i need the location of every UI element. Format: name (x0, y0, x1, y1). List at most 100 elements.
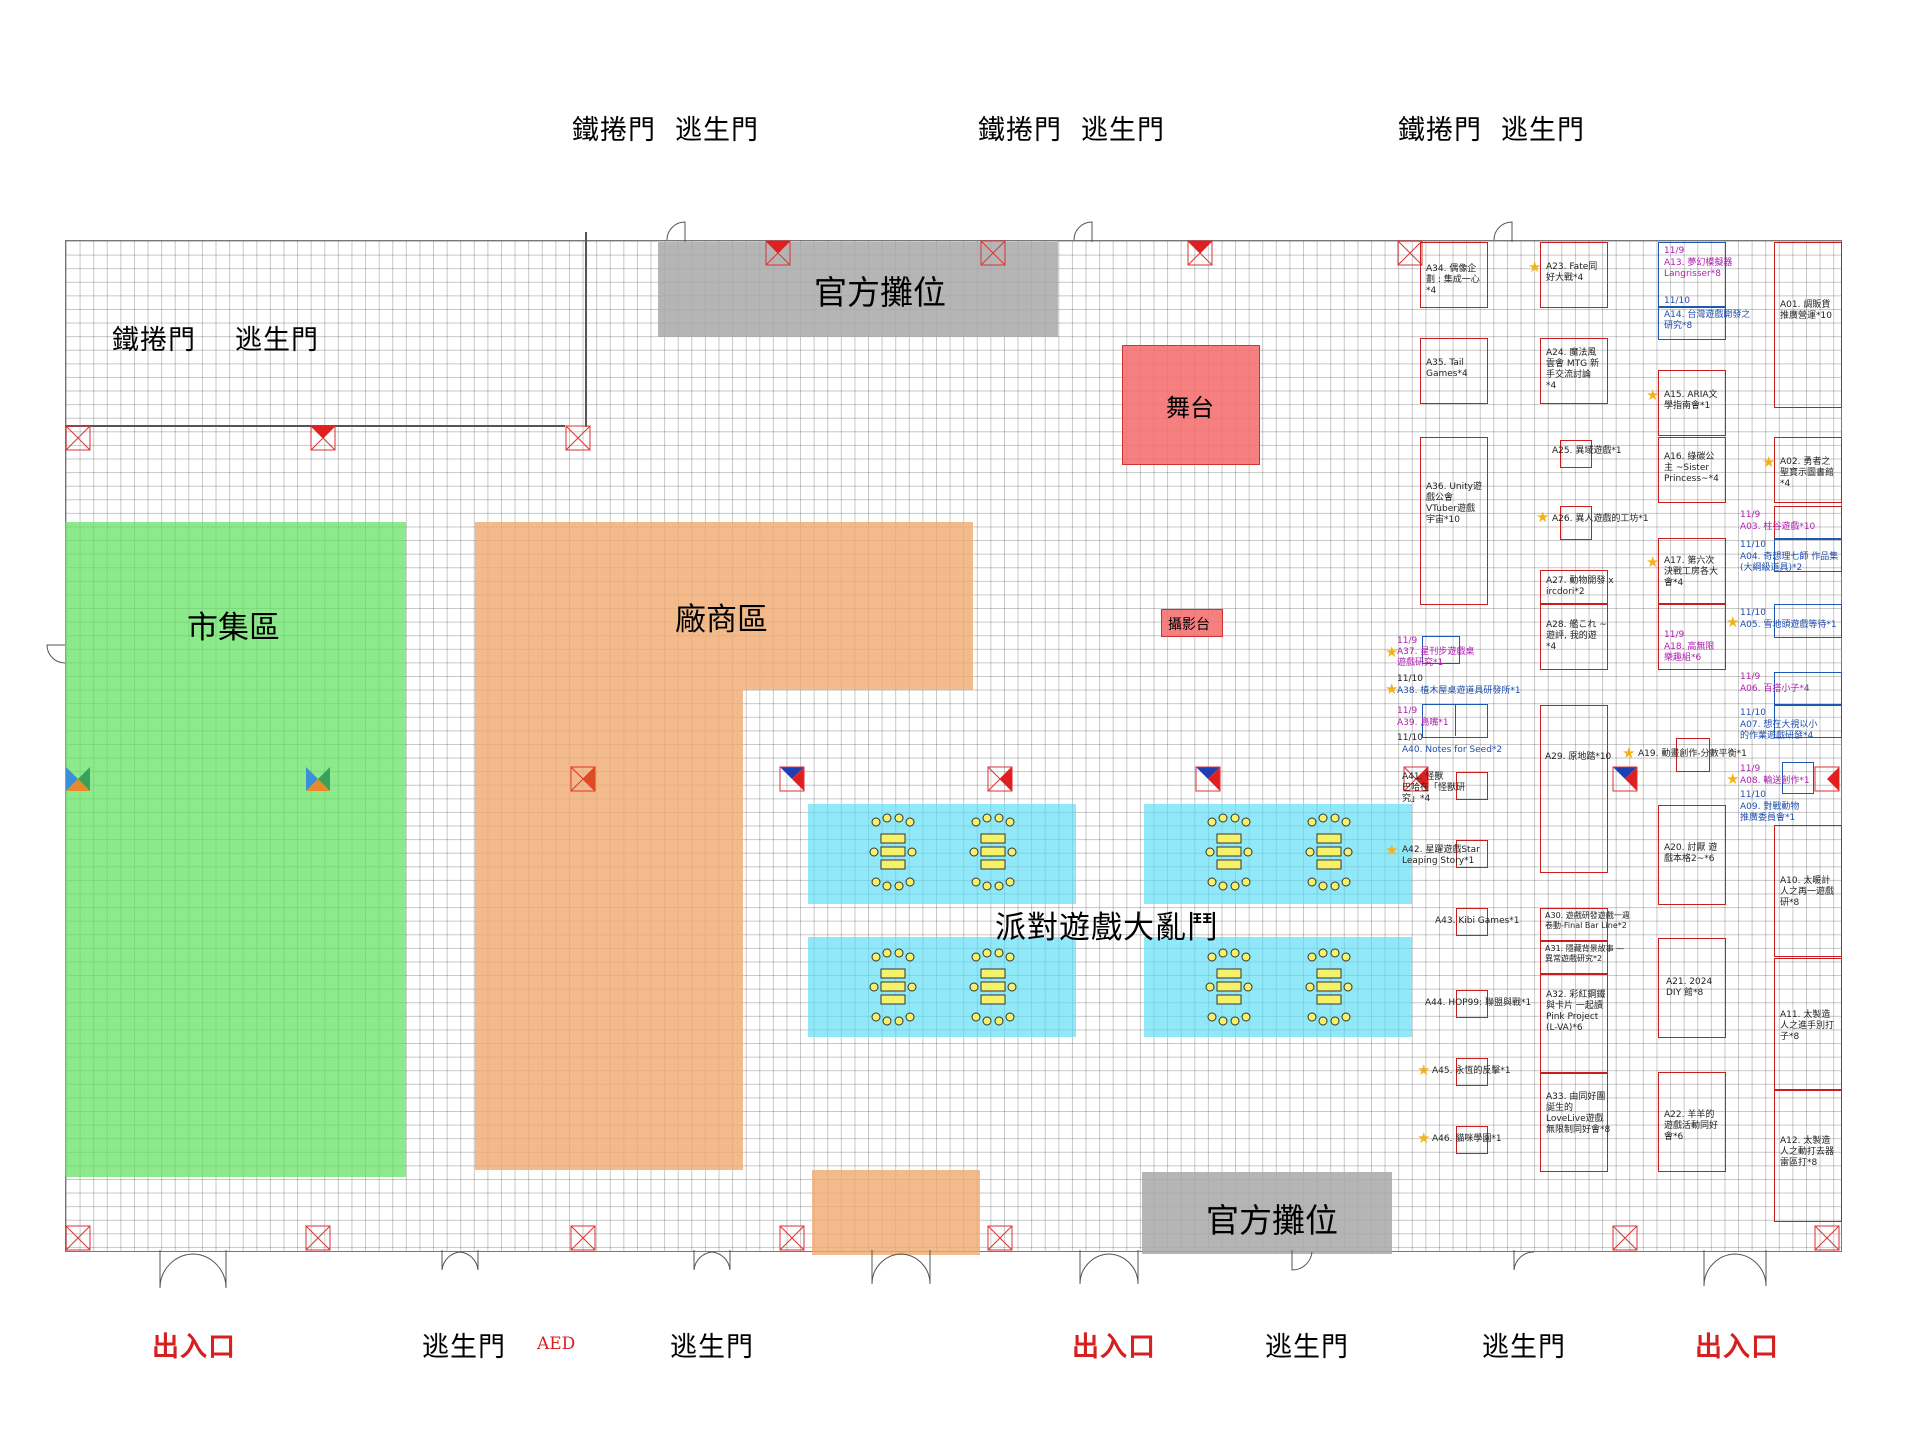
booth-label-a40: A40. Notes for Seed*2 (1402, 745, 1503, 755)
booth-a42[interactable] (1456, 840, 1488, 868)
vendor-area: 廠商區 (475, 522, 973, 690)
booth-a30[interactable] (1540, 908, 1608, 942)
booth-a45[interactable] (1456, 1058, 1488, 1086)
pillar-marker (306, 767, 330, 791)
booth-label-a14: A14. 台灣遊戲開發之 研究*8 (1664, 310, 1751, 331)
booth-a04[interactable] (1774, 538, 1842, 572)
escape-door-label: 逃生門 (1482, 1332, 1566, 1363)
escape-door-label: 逃生門 (1501, 115, 1585, 146)
booth-a22[interactable] (1658, 1072, 1726, 1172)
star-icon: ★ (1762, 453, 1776, 471)
photo-stand: 攝影台 (1161, 609, 1223, 637)
booth-label-a26: A26. 異人遊戲的工坊*1 (1552, 514, 1649, 524)
door-swing (666, 221, 686, 242)
door-swing (1073, 221, 1093, 242)
official-booth-bottom: 官方攤位 (1142, 1172, 1392, 1254)
booth-a32[interactable] (1540, 974, 1608, 1074)
escape-door-label: 逃生門 (670, 1332, 754, 1363)
booth-label-a05: A05. 雪地頭遊戲等待*1 (1740, 620, 1837, 630)
star-icon: ★ (1385, 643, 1399, 661)
booth-a08[interactable] (1782, 762, 1814, 794)
booth-label-a09: A09. 對戰動物 推廣委員會*1 (1740, 802, 1800, 823)
booth-a06[interactable] (1774, 672, 1842, 706)
vendor-area-label: 廠商區 (675, 602, 768, 638)
table-cluster (869, 948, 917, 1026)
booth-a10[interactable] (1774, 825, 1842, 957)
booth-label-a20: A20. 討厭 遊 戲本格2~*6 (1664, 843, 1718, 864)
booth-a02[interactable] (1774, 437, 1842, 503)
star-icon: ★ (1528, 258, 1542, 276)
booth-label-a10: A10. 太暖計 人之再一遊戲 研*8 (1780, 876, 1835, 908)
door-swing (1703, 1250, 1767, 1287)
booth-a33[interactable] (1540, 1072, 1608, 1172)
booth-label-a15: A15. ARIA文 學指南會*1 (1664, 390, 1718, 411)
pillar-marker (1187, 240, 1213, 266)
star-icon: ★ (1646, 553, 1660, 571)
escape-door-label: 逃生門 (235, 325, 319, 356)
door-swing (441, 1250, 479, 1271)
booth-a17[interactable] (1658, 538, 1726, 604)
booth-label-a23: A23. Fate同 好大戰*4 (1546, 262, 1598, 283)
booth-a20[interactable] (1658, 805, 1726, 905)
booth-a31[interactable] (1540, 940, 1608, 974)
stage-label: 舞台 (1166, 394, 1214, 422)
party-block (808, 804, 1076, 904)
booth-label-a29: A29. 原地踏*10 (1545, 752, 1612, 762)
booth-label-a06: A06. 百搭小子*4 (1740, 684, 1810, 694)
booth-label-a27: A27. 動物開發 x ircdori*2 (1546, 576, 1614, 597)
rolling-door-label: 鐵捲門 (978, 115, 1062, 146)
inner-wall (585, 232, 587, 427)
booth-a19[interactable] (1676, 738, 1710, 772)
date-label: 11/10 (1664, 296, 1690, 306)
door-swing (693, 1250, 731, 1271)
pillar-marker (570, 1225, 596, 1251)
booth-label-a33: A33. 由同好團 誕生的 LoveLive遊戲 無限制同好會*8 (1546, 1092, 1611, 1135)
door-swing (46, 644, 66, 664)
pillar-marker (305, 1225, 331, 1251)
booth-a14[interactable] (1658, 306, 1726, 340)
star-icon: ★ (1622, 744, 1636, 762)
booth-a21[interactable] (1658, 938, 1726, 1038)
pillar-marker (987, 766, 1013, 792)
booth-a12[interactable] (1774, 1090, 1842, 1222)
booth-a26[interactable] (1560, 506, 1592, 540)
booth-a43[interactable] (1456, 908, 1488, 936)
booth-a41[interactable] (1456, 772, 1488, 800)
pillar-marker (1612, 766, 1638, 792)
booth-a24[interactable] (1540, 338, 1608, 404)
booth-a29[interactable] (1540, 705, 1608, 873)
star-icon: ★ (1646, 386, 1660, 404)
booth-a36[interactable] (1420, 437, 1488, 605)
date-label: 11/10 (1740, 790, 1766, 800)
door-swing (871, 1250, 931, 1285)
star-icon: ★ (1726, 770, 1740, 788)
booth-a23[interactable] (1540, 242, 1608, 308)
booth-a34[interactable] (1420, 242, 1488, 308)
booth-a01[interactable] (1774, 242, 1842, 408)
booth-a44[interactable] (1456, 990, 1488, 1018)
booth-a03[interactable] (1774, 506, 1842, 540)
booth-label-a41: A41. 怪獸 巴哈在「怪獸研 究」*4 (1402, 772, 1466, 804)
date-label: 11/9 (1740, 510, 1761, 520)
booth-label-a31: A31. 隱藏背景故事 — 異常遊戲研究*2 (1545, 944, 1625, 963)
booth-a25[interactable] (1560, 440, 1592, 468)
booth-a07[interactable] (1774, 704, 1842, 738)
booth-a05[interactable] (1774, 604, 1842, 638)
escape-door-label: 逃生門 (1081, 115, 1165, 146)
booth-a16[interactable] (1658, 437, 1726, 503)
booth-a18[interactable] (1658, 604, 1726, 670)
booth-a37[interactable] (1422, 636, 1460, 664)
pillar-marker (65, 1225, 91, 1251)
booth-a13[interactable] (1658, 242, 1726, 308)
star-icon: ★ (1417, 1061, 1431, 1079)
booth-a27[interactable] (1540, 570, 1608, 604)
official-booth-label: 官方攤位 (1206, 1201, 1338, 1240)
booth-a11[interactable] (1774, 958, 1842, 1090)
booth-a46[interactable] (1456, 1126, 1488, 1154)
booth-label-a46: A46. 貓咪學園*1 (1432, 1134, 1502, 1144)
booth-a28[interactable] (1540, 604, 1608, 670)
booth-a15[interactable] (1658, 370, 1726, 436)
booth-a35[interactable] (1420, 338, 1488, 404)
booth-label-a38: A38. 植木屋桌遊道具研發所*1 (1397, 686, 1521, 696)
party-block (1144, 937, 1412, 1037)
